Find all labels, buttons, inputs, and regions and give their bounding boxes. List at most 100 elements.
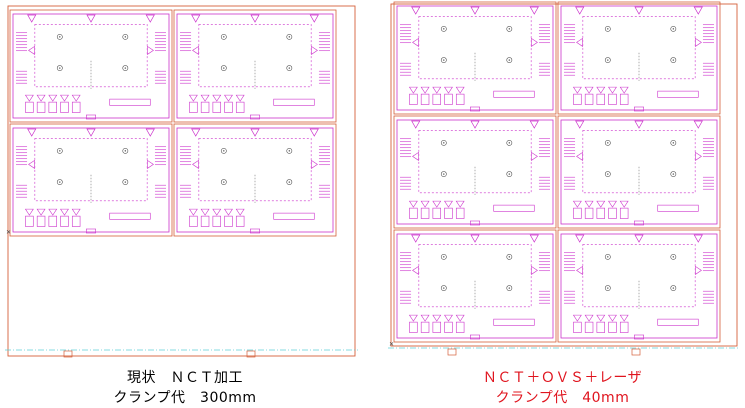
part-connector: [200, 94, 210, 102]
part-hole-center: [223, 67, 225, 69]
part-connector-body: [432, 321, 441, 333]
part-connector-body: [444, 207, 453, 219]
part-tab: [634, 220, 644, 226]
part-connector: [224, 208, 233, 216]
nested-part: [173, 123, 337, 237]
part-connector-body: [584, 207, 594, 219]
part-slot-bar: [493, 318, 535, 326]
part-slot-bar: [493, 204, 535, 212]
part-arrow: [576, 151, 583, 161]
part-arrow: [147, 45, 154, 55]
part-arrow: [28, 159, 35, 169]
part-hole: [440, 139, 447, 146]
right-caption: ＮＣＴ＋ＯＶＳ＋レーザ クランプ代 40mm: [380, 368, 745, 408]
part-outline: [560, 233, 718, 339]
part-connector-body: [48, 215, 57, 227]
part-outline: [396, 119, 554, 225]
part-notch: [529, 234, 539, 243]
part-notch: [145, 128, 155, 137]
part-connector: [619, 314, 629, 322]
part-hole-center: [607, 287, 609, 289]
part-connector: [596, 314, 606, 322]
part-hole: [670, 25, 677, 32]
right-clamp-label: クランプ代 40mm: [495, 390, 630, 406]
part-slot-bar: [109, 98, 151, 106]
part-tab: [470, 106, 480, 112]
part-tab: [86, 228, 96, 234]
part-notch: [86, 128, 96, 137]
part-connector: [235, 94, 245, 102]
part-connector: [455, 314, 465, 322]
part-arrow: [192, 159, 199, 169]
part-connector-body: [409, 93, 418, 105]
part-hole: [440, 253, 447, 260]
part-connector: [432, 86, 442, 94]
part-connector-body: [444, 93, 453, 105]
clamp-marker: [246, 350, 256, 358]
part-hole: [604, 285, 611, 291]
part-outline: [176, 127, 334, 233]
part-hole-center: [508, 256, 511, 258]
part-slot-bar: [657, 318, 699, 326]
part-hole-center: [443, 173, 445, 175]
part-hole: [670, 139, 677, 146]
part-hole-center: [443, 142, 445, 144]
left-clamp-label: クランプ代 300mm: [113, 390, 257, 406]
part-connector-body: [200, 101, 210, 113]
part-connector: [432, 314, 442, 322]
nested-part: [557, 115, 721, 229]
nested-part: [557, 229, 721, 343]
part-hole: [604, 57, 611, 63]
part-connector-body: [573, 207, 582, 219]
part-cell-frame: [9, 123, 173, 237]
part-connector: [420, 86, 430, 94]
part-arrow: [412, 37, 419, 47]
part-arrow: [531, 37, 538, 47]
part-connector-body: [455, 321, 465, 333]
part-connector: [444, 314, 453, 322]
part-cell-frame: [9, 9, 173, 123]
part-hole-center: [59, 181, 61, 183]
part-connector-body: [224, 215, 233, 227]
left-caption: 現状 ＮＣＴ加工 クランプ代 300mm: [0, 368, 370, 408]
origin-mark: ✕: [389, 341, 394, 348]
part-hole: [122, 147, 129, 154]
part-connector: [444, 86, 453, 94]
part-connector-body: [36, 215, 46, 227]
part-connector-body: [235, 215, 245, 227]
clamp-marker: [447, 348, 457, 356]
part-connector: [212, 94, 222, 102]
part-hole-center: [223, 150, 225, 152]
part-connector-body: [619, 93, 629, 105]
part-hole: [220, 65, 227, 71]
part-connector: [572, 86, 582, 94]
part-notch: [27, 14, 37, 23]
left-method-label: 現状 ＮＣＴ加工: [127, 370, 243, 386]
part-connector-body: [573, 93, 582, 105]
part-cell-frame: [557, 115, 721, 229]
part-connector-body: [409, 207, 418, 219]
part-cell-frame: [393, 229, 557, 343]
part-hole-center: [443, 256, 445, 258]
nested-part: [393, 229, 557, 343]
part-hole: [604, 139, 611, 146]
part-hole-center: [672, 59, 675, 61]
part-connector-body: [455, 93, 465, 105]
part-hole-center: [288, 36, 291, 38]
part-hole-center: [508, 28, 511, 30]
part-hole: [440, 25, 447, 32]
part-hole: [122, 65, 129, 71]
part-tab: [470, 220, 480, 226]
part-hole: [506, 171, 513, 177]
part-outline: [560, 119, 718, 225]
part-notch: [470, 120, 480, 129]
part-hole-center: [508, 142, 511, 144]
part-notch: [693, 120, 703, 129]
part-connector-body: [596, 93, 605, 105]
part-hole: [440, 171, 447, 177]
nested-part: [393, 115, 557, 229]
part-notch: [309, 14, 319, 23]
clamp-marker: [631, 348, 641, 356]
part-hole-center: [59, 150, 61, 152]
sheet-outline: [390, 3, 738, 347]
